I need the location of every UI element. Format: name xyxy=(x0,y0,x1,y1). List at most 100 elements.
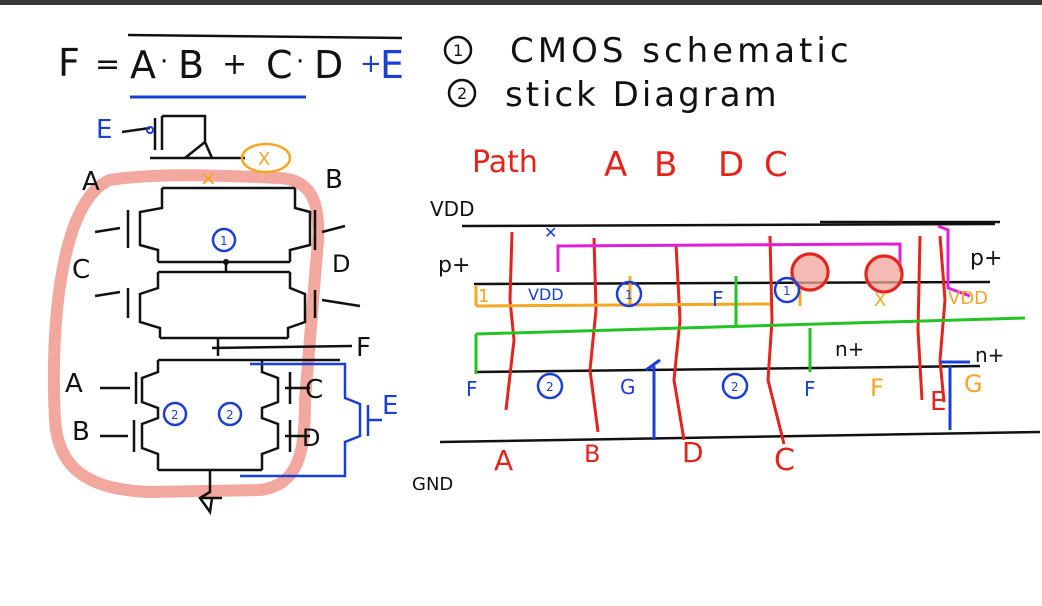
bottom-node-e: E xyxy=(930,387,946,417)
top-node-1: 1 xyxy=(478,286,489,307)
top-circle-2 xyxy=(773,276,801,304)
top-circle-2-num: 1 xyxy=(783,284,791,298)
nmos-ab-gates xyxy=(100,372,138,452)
e-gate-bubble xyxy=(146,126,154,134)
contact-ring-1 xyxy=(790,252,830,292)
bottom-circle-1-num: 2 xyxy=(546,380,554,394)
path-node-2: B xyxy=(654,145,677,185)
boolean-equation: F = A · B + C · D + E xyxy=(58,33,404,99)
nmos-cd-circle xyxy=(217,401,243,427)
task2-number: 2 xyxy=(457,84,467,103)
x-node-circle xyxy=(240,142,292,174)
eq-dot2: · xyxy=(296,47,304,77)
path-node-1: A xyxy=(604,145,627,185)
nmos-e-gate xyxy=(366,405,382,436)
vdd-rail xyxy=(461,222,996,228)
label-nmos-a: A xyxy=(65,369,83,399)
task-list: 1 CMOS schematic 2 stick Diagram xyxy=(443,31,849,115)
window-top-bar xyxy=(0,0,1042,5)
ground-symbol xyxy=(198,470,222,516)
bottom-node-g: G xyxy=(620,375,636,399)
eq-a: A xyxy=(130,43,156,87)
stick-diagram: VDD GND p+ p+ n+ n+ A B D C ✕ xyxy=(412,197,1041,495)
top-circle-1 xyxy=(615,280,643,308)
bottom-node-f2: F xyxy=(804,377,816,401)
task1-number: 1 xyxy=(453,41,463,60)
pplus-label-left: p+ xyxy=(438,253,470,278)
label-nmos-e: E xyxy=(382,391,398,421)
metal-magenta-top xyxy=(556,242,902,272)
eq-plus1: + xyxy=(222,47,247,82)
task1-circle xyxy=(443,35,473,65)
label-c-left: C xyxy=(72,255,90,285)
nmos-ab-series xyxy=(140,360,210,472)
nmos-cd-circle-num: 2 xyxy=(226,408,234,422)
out-node-wire xyxy=(211,344,353,350)
gnd-rail xyxy=(439,430,1041,444)
eq-equals: = xyxy=(95,47,120,82)
top-node-x: X xyxy=(874,290,886,311)
top-node-vdd-right: VDD xyxy=(948,288,988,309)
label-nmos-d: D xyxy=(302,424,320,452)
top-node-f: F xyxy=(712,287,724,311)
nplus-label-right: n+ xyxy=(975,343,1004,367)
path-node-3: D xyxy=(718,145,744,185)
poly-gate-d xyxy=(672,243,686,441)
label-b-right: B xyxy=(325,165,343,195)
top-circle-1-num: 1 xyxy=(625,288,633,302)
label-a-left: A xyxy=(82,167,100,197)
e-input-label: E xyxy=(96,115,112,145)
bottom-circle-2-num: 2 xyxy=(731,380,739,394)
contact-ring-2 xyxy=(864,254,904,294)
label-d-right: D xyxy=(332,250,350,278)
highlight-contact-2 xyxy=(864,254,904,294)
gate-label-b: B xyxy=(584,440,600,468)
nmos-e-transistor xyxy=(240,362,362,478)
poly-gate-b xyxy=(588,237,600,433)
path-node-4: C xyxy=(764,145,788,185)
highlight-loop xyxy=(47,169,325,498)
eq-plus2: + xyxy=(360,49,382,79)
vdd-contact-mark: ✕ xyxy=(544,223,557,242)
metal-magenta-right xyxy=(937,224,971,298)
bottom-node-f3: F xyxy=(870,374,884,402)
x-cross-mark: ✕ xyxy=(200,167,217,191)
bottom-circle-1 xyxy=(536,372,564,400)
pplus-diffusion xyxy=(473,280,991,286)
pmos-cd-pair xyxy=(138,270,307,340)
pmos-cd-gates xyxy=(94,288,361,318)
poly-gate-a xyxy=(504,231,516,411)
euler-path: Path A B D C xyxy=(472,145,788,185)
top-node-vdd: VDD xyxy=(528,285,564,304)
bottom-circle-2 xyxy=(721,372,749,400)
x-node-label: X xyxy=(258,149,270,170)
nmos-cd-gates xyxy=(285,372,310,452)
label-nmos-c: C xyxy=(305,375,323,405)
metal-blue-gnd-1 xyxy=(645,358,661,440)
nmos-ab-circle-num: 2 xyxy=(171,408,179,422)
task2-text: stick Diagram xyxy=(505,75,780,115)
poly-gate-e2 xyxy=(938,235,947,403)
metal-green-f xyxy=(474,276,1026,374)
gate-label-c: C xyxy=(774,443,795,478)
gate-label-d: D xyxy=(682,436,704,469)
eq-e: E xyxy=(380,43,404,87)
label-out-f: F xyxy=(356,333,371,363)
gnd-rail-label: GND xyxy=(412,474,453,495)
bottom-node-f1: F xyxy=(466,377,478,401)
path-label: Path xyxy=(472,145,538,180)
highlight-contact-1 xyxy=(790,252,830,292)
poly-gate-e xyxy=(916,235,924,401)
vdd-rail-label: VDD xyxy=(430,197,474,221)
pmos-ab-gates xyxy=(94,210,346,250)
nmos-cd-series xyxy=(210,360,280,472)
cmos-schematic: E X ✕ A B 1 D C F A B 2 2 xyxy=(47,114,398,516)
eq-d: D xyxy=(314,43,343,87)
eq-c: C xyxy=(266,43,293,87)
gate-label-a: A xyxy=(494,444,513,477)
nmos-ab-circle xyxy=(162,401,188,427)
nplus-diffusion xyxy=(475,364,981,374)
eq-lhs: F xyxy=(58,41,80,85)
eq-b: B xyxy=(178,43,204,87)
